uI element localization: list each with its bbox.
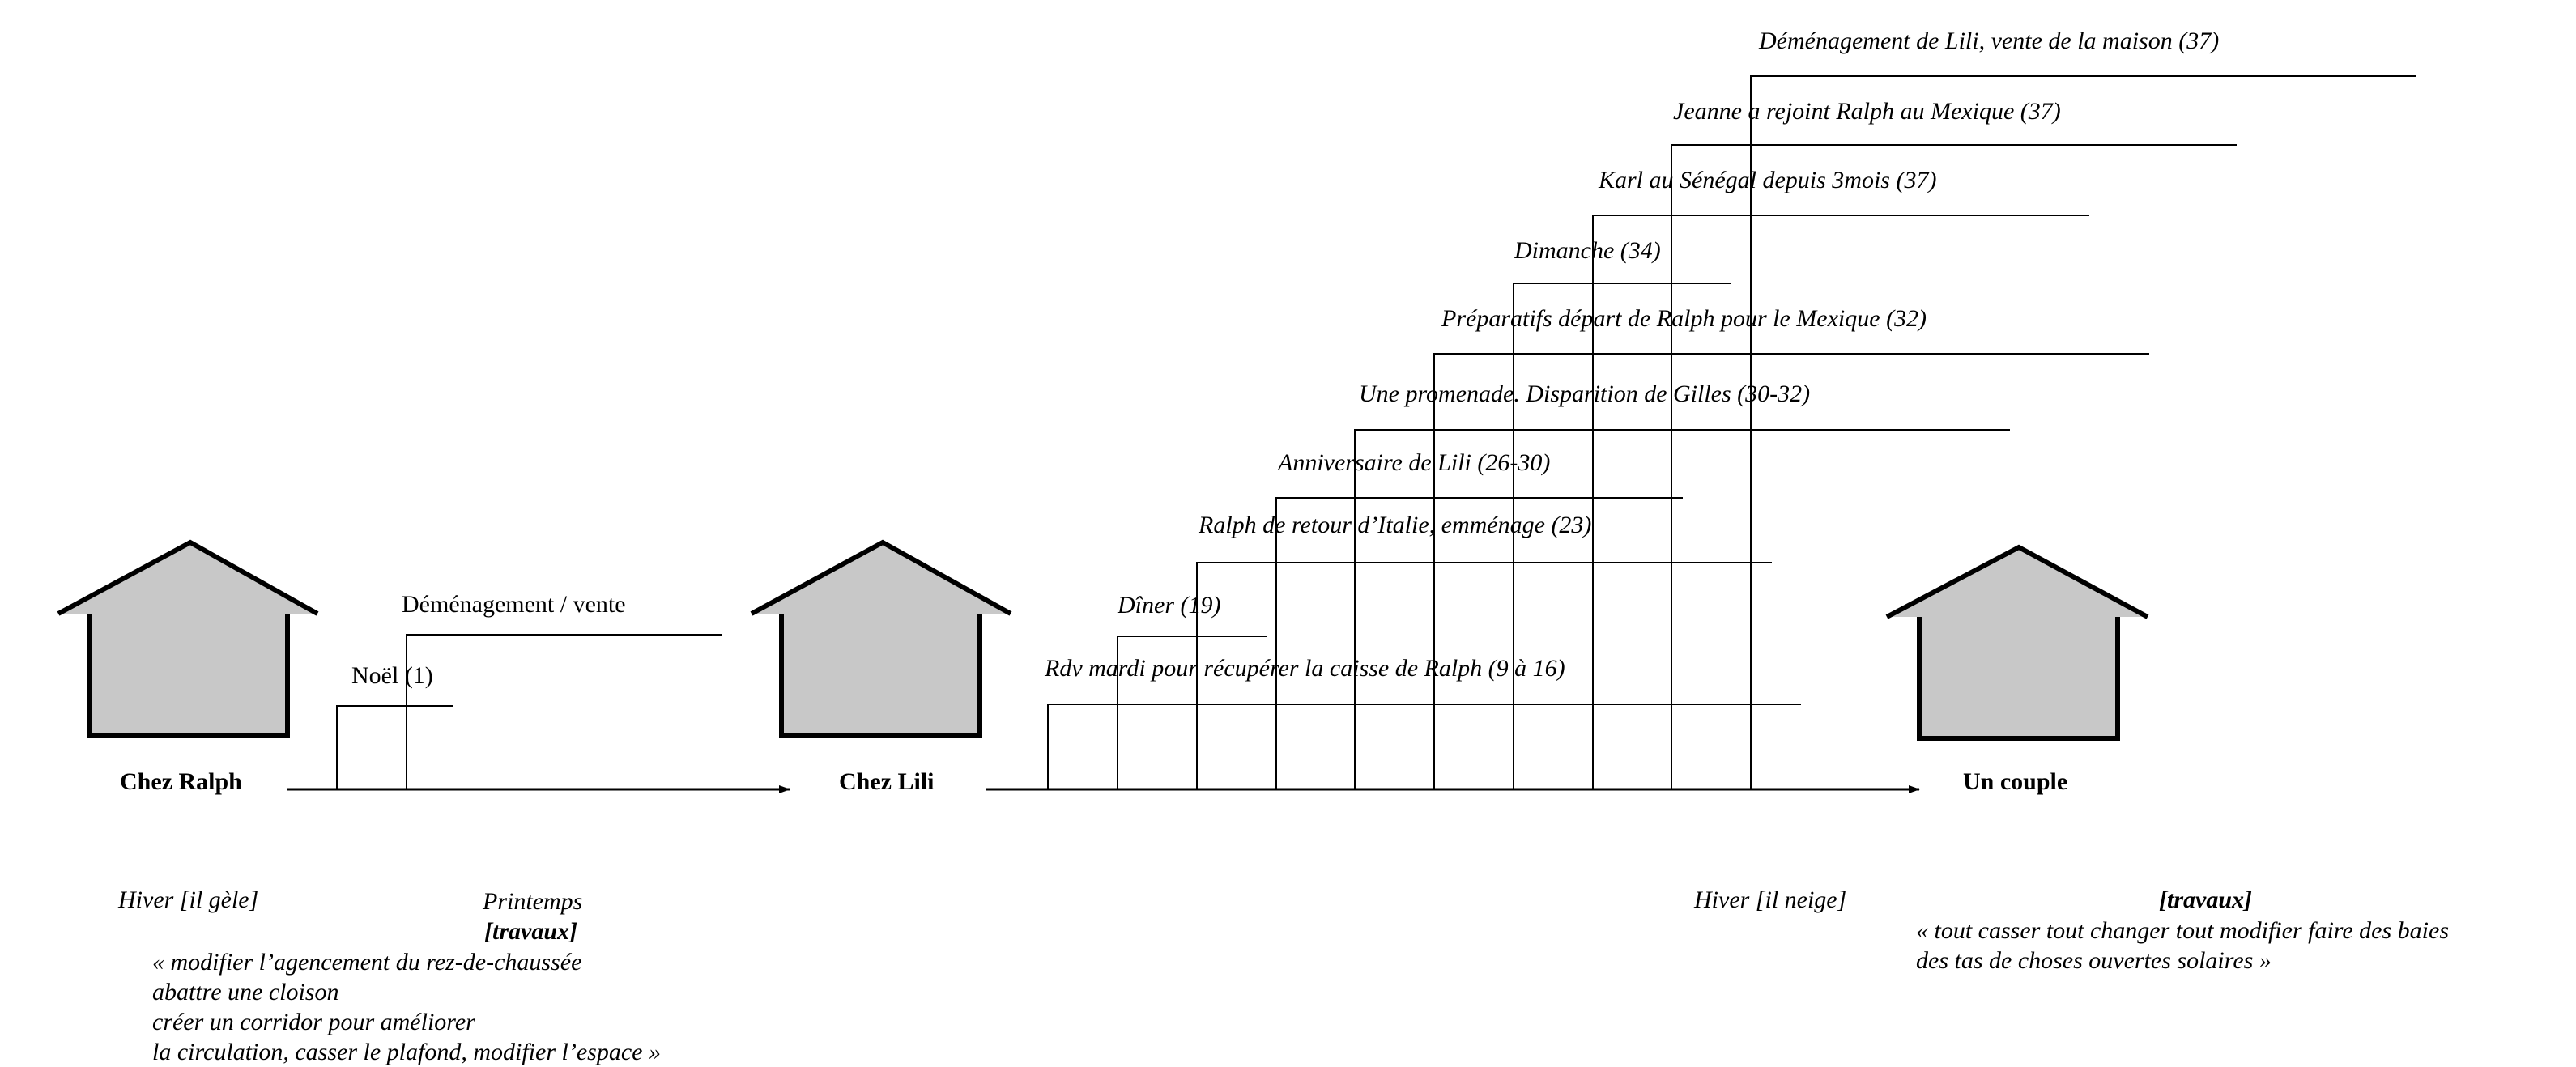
event-bracket-karl bbox=[1592, 215, 2089, 789]
season-label-hiver-neige: Hiver [il neige] bbox=[1694, 886, 1847, 913]
event-bracket-demenagement-lili bbox=[1750, 75, 2416, 789]
event-label-karl: Karl au Sénégal depuis 3mois (37) bbox=[1599, 167, 1937, 193]
event-bracket-noel bbox=[336, 705, 453, 789]
event-bracket-demenagement bbox=[406, 634, 722, 789]
house-label-chez-lili: Chez Lili bbox=[839, 768, 935, 795]
event-bracket-retour bbox=[1196, 562, 1772, 789]
event-label-retour: Ralph de retour d’Italie, emménage (23) bbox=[1199, 512, 1592, 538]
quote-left: « modifier l’agencement du rez-de-chauss… bbox=[152, 949, 661, 1065]
quote-right: « tout casser tout changer tout modifier… bbox=[1916, 917, 2449, 974]
event-label-diner: Dîner (19) bbox=[1118, 592, 1221, 619]
event-label-anniversaire: Anniversaire de Lili (26-30) bbox=[1278, 449, 1551, 476]
season-label-hiver-gele: Hiver [il gèle] bbox=[118, 886, 259, 913]
travaux-label-left: [travaux] bbox=[484, 918, 577, 945]
event-bracket-promenade bbox=[1354, 429, 2010, 789]
event-bracket-dimanche bbox=[1513, 283, 1731, 789]
travaux-label-right: [travaux] bbox=[2159, 886, 2252, 913]
event-bracket-diner bbox=[1117, 636, 1267, 789]
event-bracket-anniversaire bbox=[1275, 497, 1683, 789]
event-label-dimanche: Dimanche (34) bbox=[1514, 237, 1661, 264]
event-bracket-rdv bbox=[1047, 704, 1801, 789]
house-label-un-couple: Un couple bbox=[1963, 768, 2068, 795]
event-label-jeanne: Jeanne a rejoint Ralph au Mexique (37) bbox=[1673, 98, 2061, 125]
season-label-printemps: Printemps bbox=[483, 888, 583, 915]
event-label-noel: Noël (1) bbox=[351, 662, 433, 689]
event-label-promenade: Une promenade. Disparition de Gilles (30… bbox=[1359, 380, 1811, 407]
event-label-preparatifs: Préparatifs départ de Ralph pour le Mexi… bbox=[1441, 305, 1927, 332]
house-icon-chez-ralph bbox=[57, 539, 319, 738]
house-icon-un-couple bbox=[1885, 544, 2149, 741]
house-icon-chez-lili bbox=[750, 539, 1012, 738]
event-label-rdv: Rdv mardi pour récupérer la caisse de Ra… bbox=[1045, 655, 1565, 682]
event-label-demenagement: Déménagement / vente bbox=[402, 591, 626, 618]
event-bracket-preparatifs bbox=[1433, 353, 2149, 789]
event-bracket-jeanne bbox=[1671, 144, 2237, 789]
event-label-demenagement-lili: Déménagement de Lili, vente de la maison… bbox=[1759, 28, 2220, 54]
house-label-chez-ralph: Chez Ralph bbox=[120, 768, 242, 795]
